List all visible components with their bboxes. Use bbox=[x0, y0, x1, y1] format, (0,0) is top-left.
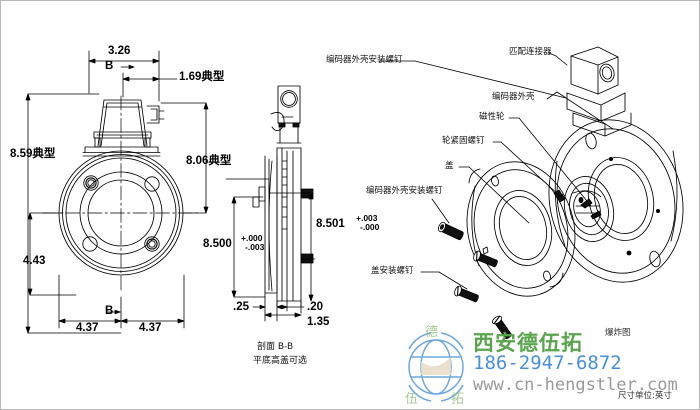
callout-housing-screw-right: 编码器外壳安装螺钉 bbox=[366, 186, 443, 196]
dim-437-right: 4.37 bbox=[139, 322, 162, 334]
dim-20: .20 bbox=[307, 301, 323, 313]
callout-leaders bbox=[378, 52, 614, 290]
dim-8500: 8.500 bbox=[203, 238, 232, 250]
watermark-phone: 186-2947-6872 bbox=[473, 352, 622, 374]
dim-8501-tolerance: +.003 -.000 bbox=[356, 214, 379, 232]
dim-8500-tolerance: +.000 -.003 bbox=[241, 234, 264, 252]
dim-8501-tol-plus: +.003 bbox=[356, 213, 378, 223]
datum-b-top: B bbox=[105, 60, 114, 72]
section-view-dimensions bbox=[225, 178, 316, 322]
dim-8500-tol-plus: +.000 bbox=[241, 233, 263, 243]
dim-8501-tol-minus: -.000 bbox=[360, 221, 380, 232]
watermark-logo: 德 伍 拓 bbox=[405, 325, 464, 407]
exploded-view-geometry bbox=[466, 46, 684, 297]
dim-8501: 8.501 bbox=[316, 218, 345, 230]
section-caption-line1: 剖面 B-B bbox=[257, 342, 294, 352]
exploded-view-title: 爆炸图 bbox=[605, 328, 631, 338]
section-caption-line2: 平底高盖可选 bbox=[253, 356, 308, 366]
watermark-website: www.cn-hengstler.com bbox=[473, 375, 678, 395]
watermark-block: 德 伍 拓 西安德伍拓 186-2947-6872 www.cn-hengstl… bbox=[399, 319, 699, 409]
front-view-dimensions bbox=[25, 50, 209, 334]
dim-169-typ: 1.69典型 bbox=[179, 71, 225, 83]
callout-cover: 盖 bbox=[445, 161, 454, 171]
logo-glyph-left: 伍 bbox=[405, 392, 418, 407]
dim-135: 1.35 bbox=[307, 316, 330, 328]
callout-cover-screw: 盖安装螺钉 bbox=[371, 266, 414, 276]
front-view-centerlines bbox=[42, 95, 200, 292]
datum-b-bottom: B bbox=[105, 305, 114, 317]
unit-note: 尺寸单位:英寸 bbox=[618, 391, 672, 401]
logo-glyph-right: 拓 bbox=[451, 392, 464, 407]
section-view-geometry bbox=[252, 85, 314, 308]
dim-437-left: 4.37 bbox=[76, 322, 99, 334]
callout-mating-connector: 匹配连接器 bbox=[509, 47, 552, 57]
callout-wheel-clamp-screw: 轮紧固螺钉 bbox=[442, 136, 485, 146]
callout-housing-screw-left: 编码器外壳安装螺钉 bbox=[326, 55, 403, 65]
logo-glyph-top: 德 bbox=[425, 325, 438, 340]
dim-8500-tol-minus: -.003 bbox=[245, 241, 265, 252]
dim-806-typ: 8.06典型 bbox=[186, 155, 232, 167]
dim-443: 4.43 bbox=[23, 255, 46, 267]
callout-encoder-housing: 编码器外壳 bbox=[492, 92, 535, 102]
watermark-company: 西安德伍拓 bbox=[473, 331, 583, 355]
dim-859-typ: 8.59典型 bbox=[10, 148, 56, 160]
callout-magnetic-wheel: 磁性轮 bbox=[479, 112, 505, 122]
dim-25: .25 bbox=[233, 301, 249, 313]
dim-326: 3.26 bbox=[108, 45, 131, 57]
